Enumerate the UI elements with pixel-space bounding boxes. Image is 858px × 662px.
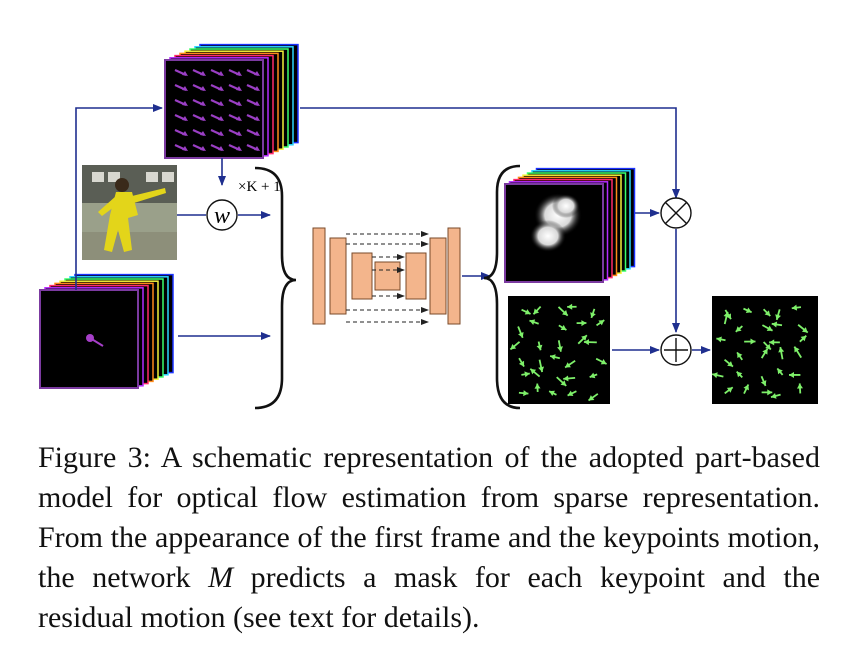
curly-brace-icon — [254, 166, 297, 410]
unet-layer-block — [447, 227, 461, 325]
output-flow-field — [711, 296, 818, 404]
unet-layer-block — [429, 237, 447, 315]
unet-layer-block — [405, 252, 427, 300]
flow-field-top — [164, 59, 264, 159]
circled-plus-icon — [660, 334, 692, 366]
caption-text-end: predicts a mask for each keypoint and th… — [38, 561, 821, 634]
person-figure-icon — [98, 178, 166, 252]
unet-network — [312, 227, 461, 325]
green-arrow-icons — [509, 303, 607, 402]
keypoint-heatmap — [39, 289, 139, 389]
figure-caption: Figure 3: A schematic representation of … — [38, 438, 820, 638]
unet-layer-block — [374, 261, 401, 291]
caption-text: A schematic representation of the adopte… — [38, 441, 820, 594]
unet-layer-block — [312, 227, 326, 325]
weight-symbol-label: w — [214, 203, 230, 229]
unet-layer-block — [351, 252, 373, 300]
green-arrow-icons — [711, 304, 809, 399]
input-frame-image — [82, 165, 177, 260]
caption-label: Figure 3: — [38, 441, 151, 474]
curly-brace-icon — [483, 164, 521, 410]
unet-layer-block — [329, 237, 347, 315]
circled-times-icon — [660, 197, 692, 229]
model-schematic-figure: w ×K + 1 — [39, 43, 818, 410]
predicted-mask — [504, 183, 604, 283]
purple-arrow-icons — [174, 68, 260, 152]
caption-math-symbol: M — [208, 561, 234, 594]
residual-flow-field — [508, 296, 610, 404]
connection-arrows — [75, 104, 711, 354]
multiplier-label: ×K + 1 — [238, 179, 281, 195]
weight-node: w — [206, 199, 238, 231]
keypoint-motion-arrow-icon — [89, 337, 104, 347]
